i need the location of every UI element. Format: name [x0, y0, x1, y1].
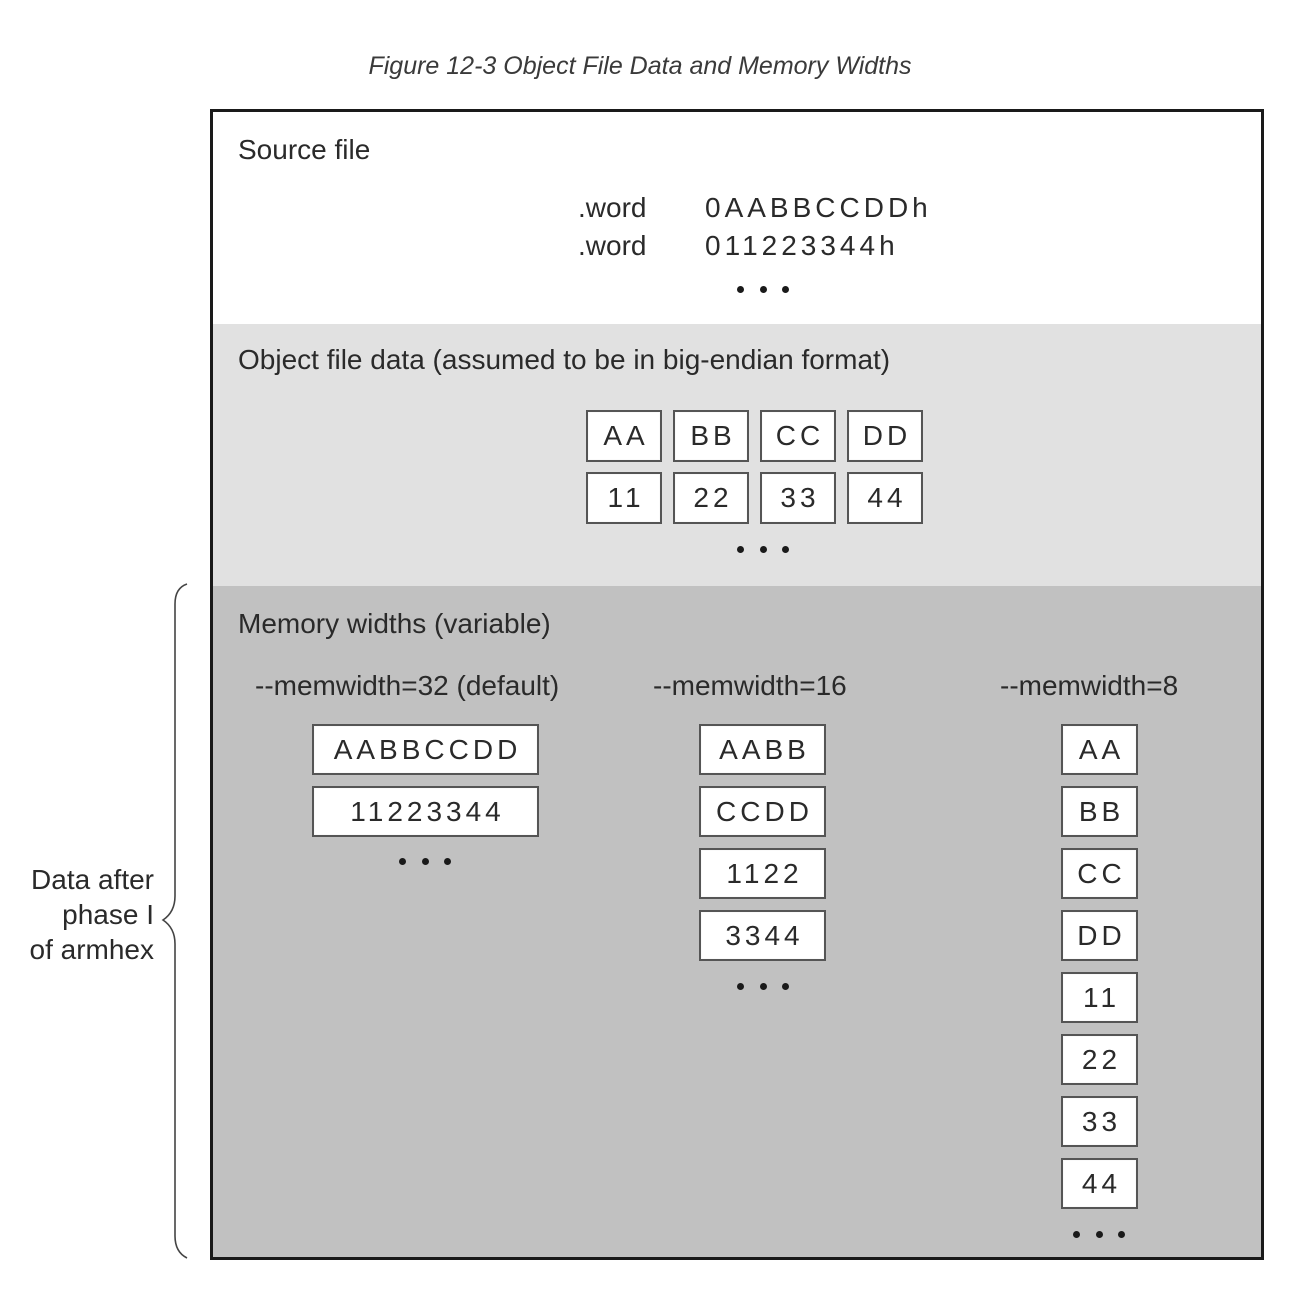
- memwidth-8-cell: 11: [1061, 972, 1138, 1023]
- memwidth-8-cell: 22: [1061, 1034, 1138, 1085]
- curly-brace: [161, 583, 188, 1259]
- memwidth-8-cell: AA: [1061, 724, 1138, 775]
- memory-widths-section: Memory widths (variable) --memwidth=32 (…: [213, 586, 1261, 1257]
- memwidth-8-ellipsis: [1059, 1227, 1139, 1241]
- memwidth-16-cell: 1122: [699, 848, 826, 899]
- memwidth-32-label: --memwidth=32 (default): [255, 670, 560, 701]
- object-byte-cell: 22: [673, 472, 749, 524]
- object-byte-cell: BB: [673, 410, 749, 462]
- memwidth-16-ellipsis: [723, 979, 803, 993]
- memwidth-32-cell: 11223344: [312, 786, 539, 837]
- memory-widths-title: Memory widths (variable): [238, 608, 551, 639]
- memwidth-8-cell: 44: [1061, 1158, 1138, 1209]
- side-label-line: phase I: [62, 899, 154, 930]
- memwidth-16-cell: CCDD: [699, 786, 826, 837]
- source-line-1-value: 0AABBCCDDh: [705, 192, 932, 223]
- memwidth-16-label: --memwidth=16: [653, 670, 847, 701]
- memwidth-16-cell: 3344: [699, 910, 826, 961]
- memwidth-8-cell: CC: [1061, 848, 1138, 899]
- object-byte-cell: 33: [760, 472, 836, 524]
- source-ellipsis: [723, 282, 803, 296]
- memwidth-8-label: --memwidth=8: [1000, 670, 1179, 701]
- figure-caption: Figure 12-3 Object File Data and Memory …: [368, 52, 912, 80]
- object-file-section: Object file data (assumed to be in big-e…: [213, 324, 1261, 588]
- side-label-line: Data after: [31, 864, 154, 895]
- object-byte-cell: CC: [760, 410, 836, 462]
- object-byte-cell: AA: [586, 410, 662, 462]
- data-after-phase-label: Data after phase I of armhex: [12, 862, 155, 967]
- source-file-section: Source file .word 0AABBCCDDh .word 01122…: [213, 112, 1261, 326]
- object-byte-cell: 11: [586, 472, 662, 524]
- memwidth-8-cell: DD: [1061, 910, 1138, 961]
- memwidth-8-cell: BB: [1061, 786, 1138, 837]
- object-file-title: Object file data (assumed to be in big-e…: [238, 344, 891, 375]
- source-line-2-directive: .word: [578, 230, 647, 261]
- memwidth-8-cell: 33: [1061, 1096, 1138, 1147]
- side-label-line: of armhex: [29, 934, 155, 965]
- source-line-1-directive: .word: [578, 192, 647, 223]
- object-byte-cell: 44: [847, 472, 923, 524]
- memwidth-32-ellipsis: [385, 854, 465, 868]
- source-line-2-value: 011223344h: [705, 230, 899, 261]
- diagram-frame: Source file .word 0AABBCCDDh .word 01122…: [210, 109, 1264, 1260]
- memwidth-16-cell: AABB: [699, 724, 826, 775]
- object-byte-cell: DD: [847, 410, 923, 462]
- source-file-title: Source file: [238, 134, 371, 165]
- memwidth-32-cell: AABBCCDD: [312, 724, 539, 775]
- object-ellipsis: [723, 542, 803, 556]
